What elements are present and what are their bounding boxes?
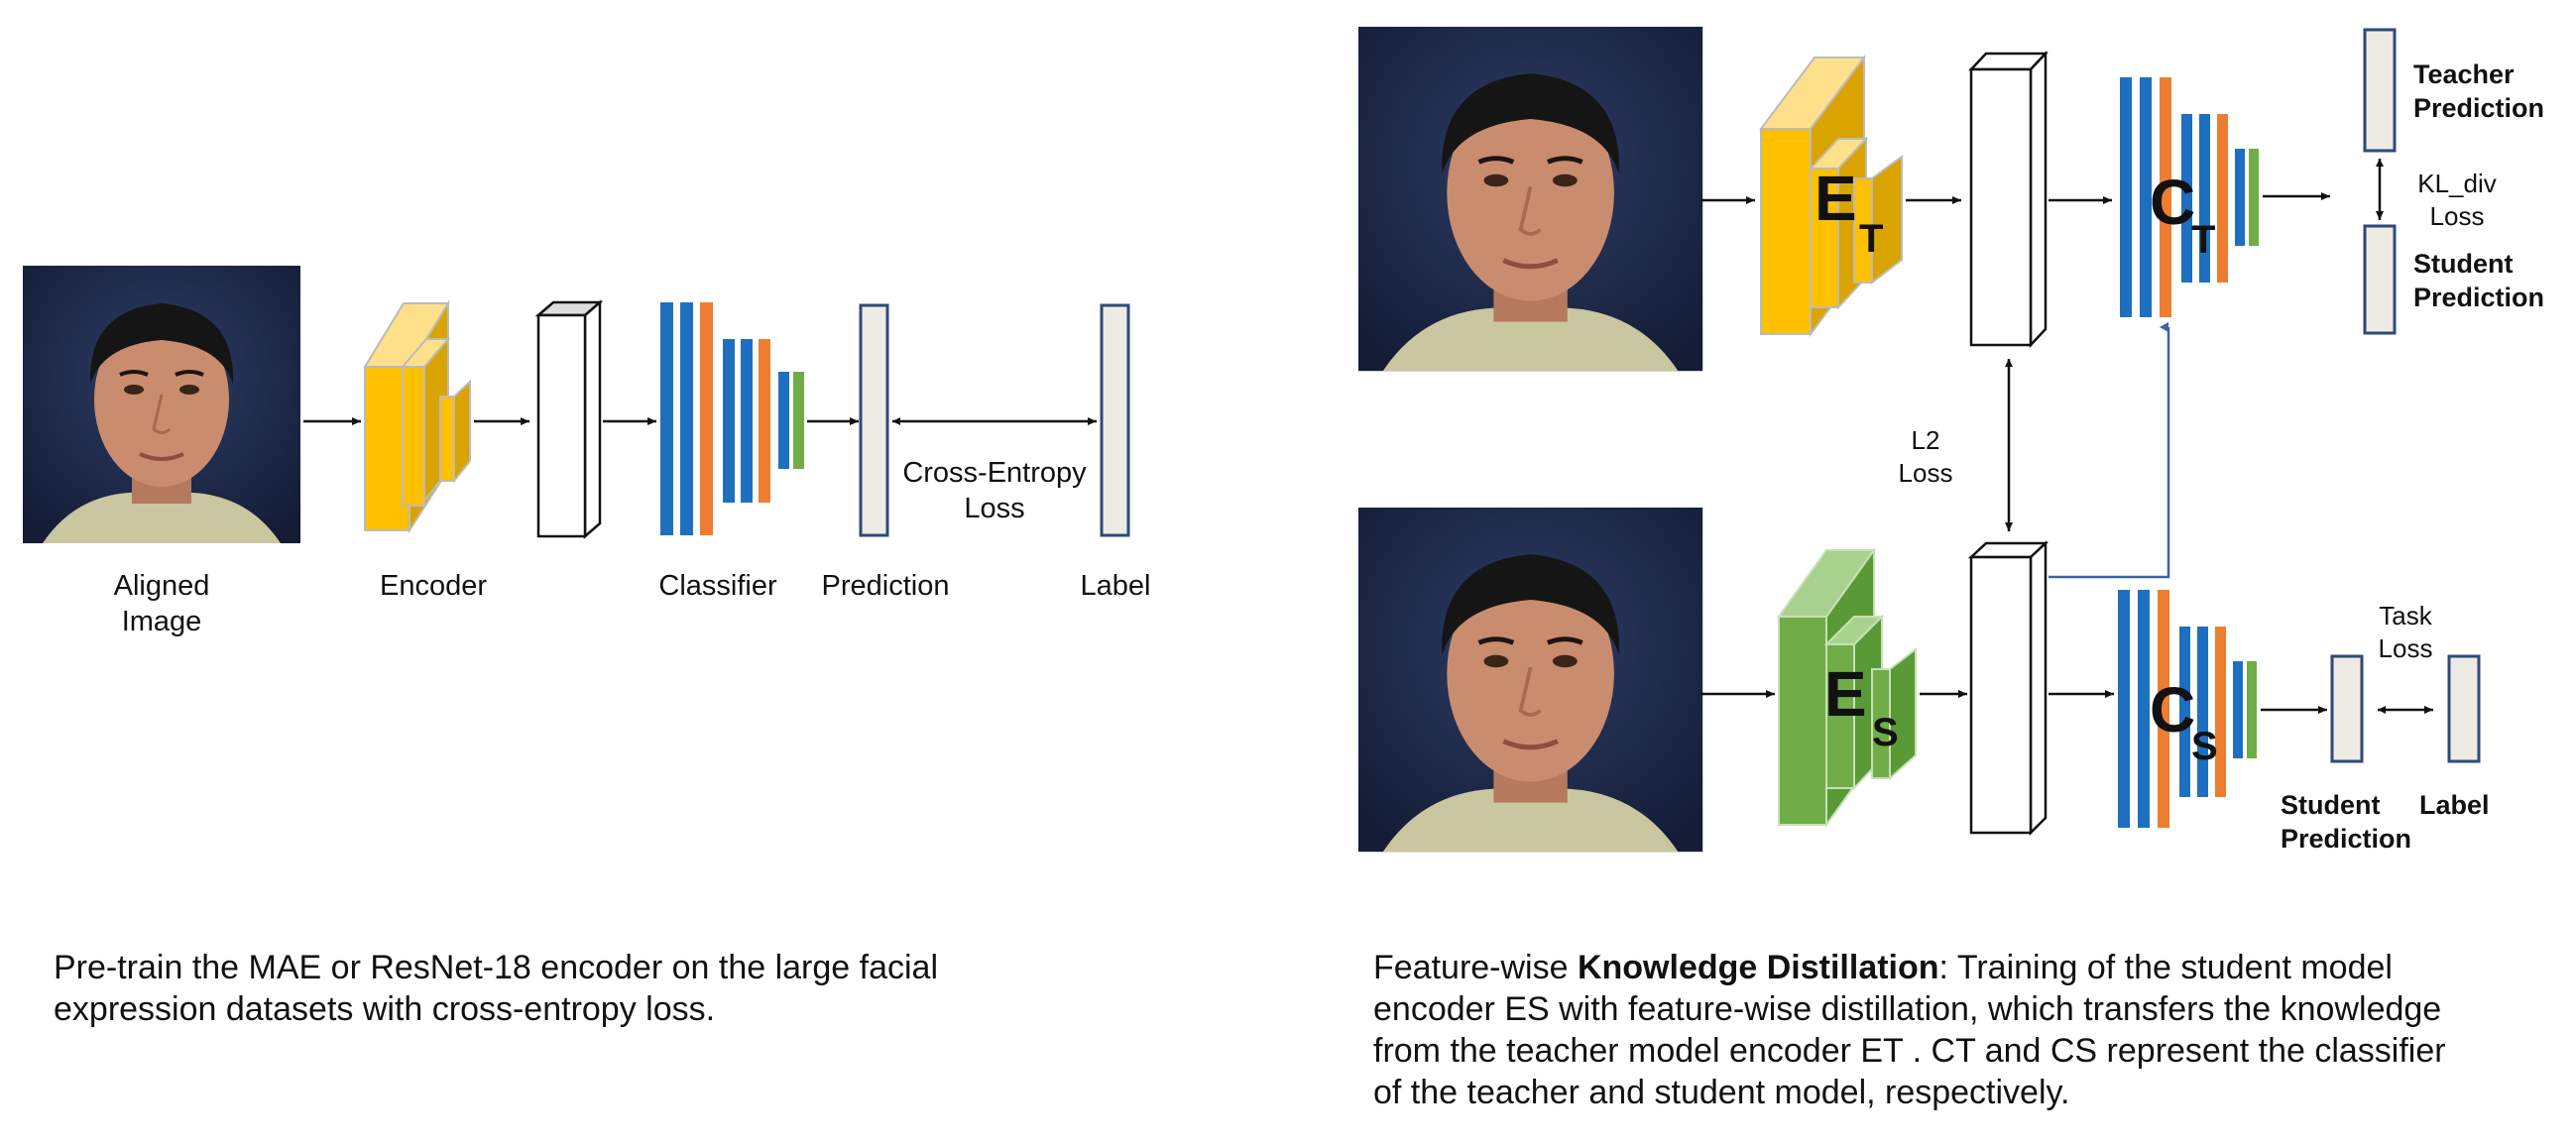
task-loss-label-line1: Task	[2379, 601, 2432, 630]
right-caption-line4: of the teacher and student model, respec…	[1373, 1074, 2070, 1111]
prediction-bar	[859, 303, 889, 537]
right-caption: Feature-wise Knowledge Distillation: Tra…	[1373, 947, 2563, 1113]
teacher-encoder-block	[1759, 55, 1903, 337]
teacher-encoder-letter: E	[1815, 163, 1857, 234]
student-prediction-bar	[2330, 654, 2364, 763]
student-classifier-subscript: S	[2191, 725, 2218, 768]
teacher-classifier-block	[2120, 77, 2259, 317]
teacher-classifier-subscript: T	[2191, 218, 2215, 262]
l2-loss-label-line2: Loss	[1899, 458, 1953, 488]
student-classifier-block	[2118, 590, 2257, 828]
aligned-image-label-line1: Aligned	[114, 570, 210, 602]
label-label: Label	[1081, 570, 1151, 602]
right-caption-part2: : Training of the student model	[1938, 949, 2393, 986]
teacher-prediction-label-line1: Teacher	[2413, 59, 2515, 89]
left-caption-line2: expression datasets with cross-entropy l…	[54, 990, 716, 1028]
right-caption-line3: from the teacher model encoder ET . CT a…	[1373, 1032, 2446, 1070]
teacher-prediction-label-line2: Prediction	[2413, 93, 2544, 123]
classifier-block	[660, 302, 804, 535]
student-classifier-letter: C	[2150, 674, 2195, 745]
l2-loss-label-line1: L2	[1912, 425, 1940, 455]
cross-entropy-loss-label-line2: Loss	[964, 493, 1024, 524]
student-prediction-label-line1: Student	[2281, 790, 2381, 820]
prediction-label: Prediction	[822, 570, 950, 602]
feature-box	[534, 299, 604, 539]
encoder-block	[363, 299, 471, 534]
student-prediction-top-label-line2: Prediction	[2413, 283, 2544, 312]
left-caption-line1: Pre-train the MAE or ResNet-18 encoder o…	[54, 949, 939, 986]
teacher-prediction-bar	[2363, 28, 2397, 153]
teacher-encoder-subscript: T	[1859, 217, 1883, 261]
aligned-image-label-line2: Image	[122, 606, 202, 637]
left-caption: Pre-train the MAE or ResNet-18 encoder o…	[54, 947, 1243, 1030]
right-caption-line2: encoder ES with feature-wise distillatio…	[1373, 990, 2442, 1028]
aligned-face-image	[21, 264, 302, 545]
student-encoder-block	[1777, 546, 1917, 829]
student-prediction-top-label-line1: Student	[2413, 249, 2514, 279]
student-face-image	[1358, 508, 1702, 852]
kl-div-loss-label-line2: Loss	[2430, 201, 2485, 231]
task-loss-label-line2: Loss	[2379, 633, 2433, 663]
encoder-label: Encoder	[380, 570, 487, 602]
teacher-classifier-letter: C	[2150, 167, 2195, 238]
kl-div-loss-label-line1: KL_div	[2417, 169, 2497, 198]
student-label-label: Label	[2419, 790, 2490, 820]
teacher-feature-box	[1968, 50, 2049, 349]
label-bar	[1100, 303, 1130, 537]
teacher-face-image	[1358, 27, 1702, 371]
student-encoder-subscript: S	[1872, 711, 1899, 754]
classifier-label: Classifier	[658, 570, 777, 602]
right-caption-bold: Knowledge Distillation	[1577, 949, 1939, 986]
cross-entropy-loss-label-line1: Cross-Entropy	[902, 457, 1087, 489]
student-prediction-bar-top	[2363, 224, 2397, 335]
student-label-bar	[2447, 654, 2481, 763]
student-feature-box	[1967, 540, 2049, 837]
student-prediction-label-line2: Prediction	[2281, 824, 2411, 854]
student-encoder-letter: E	[1824, 658, 1867, 730]
right-caption-part1: Feature-wise	[1373, 949, 1578, 986]
